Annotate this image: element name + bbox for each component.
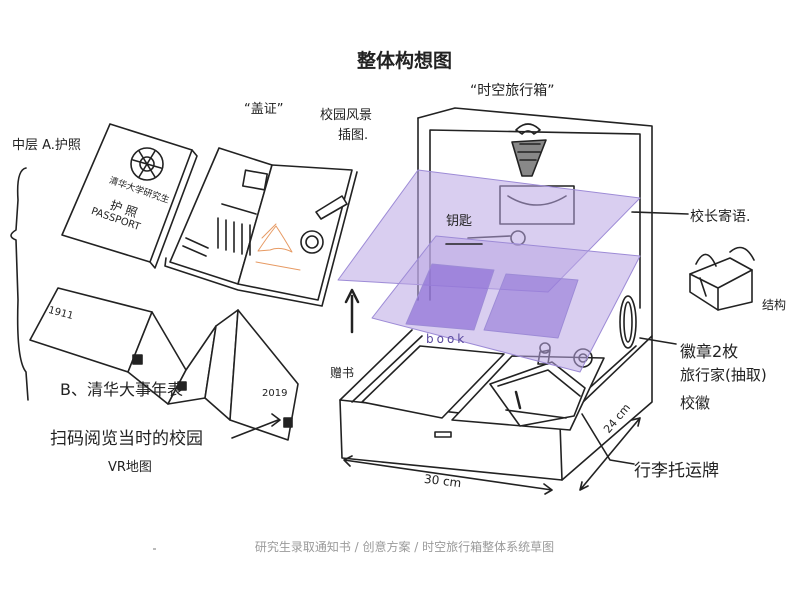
- events-b-label: B、清华大事年表: [60, 380, 183, 399]
- suitcase-label: “时空旅行箱”: [470, 83, 555, 99]
- passport-book: [61, 123, 198, 269]
- layer-planes: [337, 169, 641, 373]
- motto-label: 校长寄语.: [690, 209, 751, 225]
- badges-label-2: 旅行家(抽取): [680, 366, 767, 384]
- scan-label: 扫码阅览当时的校园: [50, 429, 203, 449]
- middle-layer-label: 中层 A.护照: [12, 138, 81, 153]
- campus-illustration-label-2: 插图.: [338, 128, 369, 143]
- caption-dot: [153, 548, 156, 550]
- key-label: 钥匙: [446, 214, 473, 229]
- luggage-tag-label: 行李托运牌: [634, 461, 719, 481]
- grouping-brace: [10, 167, 29, 401]
- book-label: book: [426, 332, 468, 346]
- stamp-booklet: [164, 147, 358, 307]
- stamp-label: “盖证”: [244, 102, 284, 117]
- timeline-year-end: 2019: [262, 388, 288, 399]
- figure-caption: 研究生录取通知书 / 创意方案 / 时空旅行箱整体系统草图: [254, 540, 555, 554]
- campus-illustration-label: 校园风景: [320, 108, 373, 123]
- badges-label: 徽章2枚: [680, 342, 739, 361]
- gift-book-label: 赠书: [330, 366, 355, 380]
- badges-label-3: 校徽: [680, 394, 711, 412]
- timeline-foldout: [29, 287, 299, 441]
- scan-label-2: VR地图: [108, 460, 152, 475]
- page-title: 整体构想图: [356, 50, 452, 72]
- structure-label: 结构: [762, 298, 787, 312]
- structure-box-sketch: [689, 246, 755, 311]
